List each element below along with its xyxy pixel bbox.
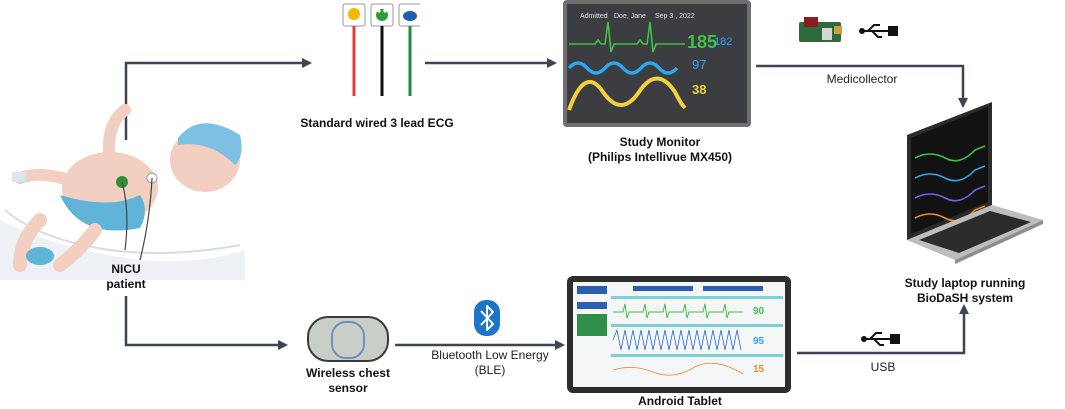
- tablet-value-3: 15: [753, 364, 765, 375]
- sensor-label: Wireless chest sensor: [286, 366, 410, 396]
- monitor-date: Sep 3 , 2022: [655, 13, 695, 20]
- edge-ble-line2: (BLE): [474, 363, 506, 377]
- laptop-trace-purple: [914, 185, 986, 202]
- sensor-pad: [331, 321, 365, 359]
- tablet-value-1: 90: [753, 306, 765, 317]
- usb-icon: [859, 24, 898, 38]
- frog-icon: [370, 3, 394, 27]
- usb-icon: [861, 332, 900, 346]
- edge-medicollector-label: Medicollector: [826, 72, 898, 86]
- laptop-label: Study laptop running BioDaSH system: [895, 276, 1035, 306]
- tablet-label: Android Tablet: [638, 394, 722, 408]
- monitor-resp-value: 38: [692, 82, 707, 97]
- study-monitor-screen: [567, 4, 747, 123]
- monitor-hr-value: 185: [687, 32, 718, 52]
- patient-illustration: [0, 104, 245, 280]
- laptop-label-line2: BioDaSH system: [916, 291, 1014, 305]
- patient-label-line2: patient: [106, 277, 146, 291]
- monitor-patient-name: Doe, Jane: [614, 13, 646, 20]
- tablet-value-2: 95: [753, 336, 765, 347]
- arrow-monitor-to-laptop: [756, 64, 968, 108]
- arrow-tablet-to-laptop: [797, 304, 969, 355]
- edge-ble-line1: Bluetooth Low Energy: [431, 348, 549, 362]
- monitor-hr2-value: 182: [714, 36, 733, 48]
- edge-usb-label: USB: [870, 360, 896, 374]
- bluetooth-icon: [474, 300, 500, 336]
- laptop-trace-blue: [914, 165, 986, 182]
- medicollector-device-icon: [799, 17, 842, 42]
- monitor-status: Admitted: [580, 13, 608, 20]
- monitor-label: Study Monitor (Philips Intellivue MX450): [560, 135, 760, 165]
- whale-icon: [398, 3, 420, 27]
- monitor-ecg-wave: [569, 21, 685, 53]
- ecg-label: Standard wired 3 lead ECG: [300, 116, 454, 130]
- monitor-label-line1: Study Monitor: [619, 135, 701, 149]
- monitor-spo2-wave: [567, 76, 687, 111]
- patient-label-line1: NICU: [111, 262, 141, 276]
- monitor-label-line2: (Philips Intellivue MX450): [587, 150, 733, 164]
- ecg-leads: [342, 3, 420, 96]
- android-tablet-screen: [573, 282, 785, 387]
- sensor-label-line2: sensor: [328, 381, 368, 395]
- arrow-patient-to-sensor: [124, 296, 288, 350]
- sensor-label-line1: Wireless chest: [306, 366, 390, 380]
- laptop-trace-green: [914, 145, 986, 162]
- patient-label: NICU patient: [96, 262, 156, 292]
- laptop-label-line1: Study laptop running: [904, 276, 1026, 290]
- study-laptop: [907, 102, 1043, 264]
- duck-icon: [342, 3, 366, 27]
- monitor-waveforms: [567, 21, 687, 111]
- tablet-dashboard: [577, 286, 783, 376]
- edge-ble-label: Bluetooth Low Energy (BLE): [420, 348, 560, 378]
- monitor-spo2-value: 97: [692, 57, 707, 72]
- wireless-chest-sensor: [307, 316, 389, 362]
- monitor-resp-wave: [567, 61, 679, 75]
